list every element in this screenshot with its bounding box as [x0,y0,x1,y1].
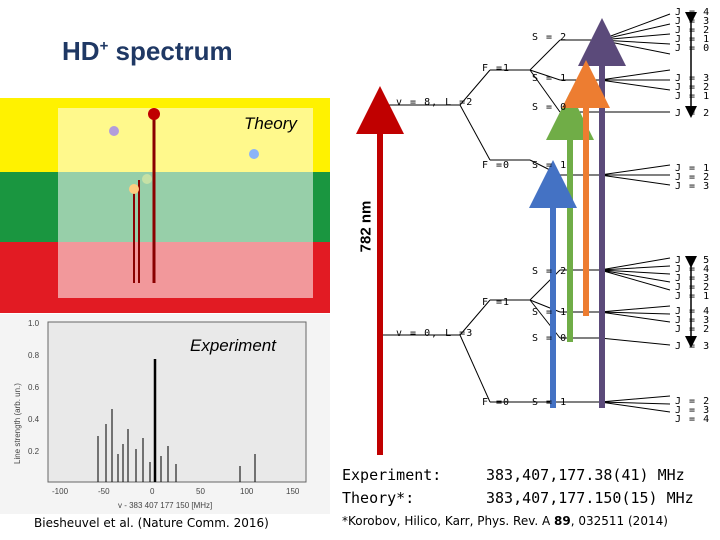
upper-J-S2: J = 4 J = 3 J = 2 J = 1 J = 0 [675,7,711,54]
theory-dot-blue [249,149,259,159]
upper-S1a-label: S = 1 [532,73,568,84]
theory-dot-green [142,174,152,184]
spectral-lines [97,409,256,482]
result-experiment-value: 383,407,177.38(41) MHz [486,466,685,484]
upper-vL-label: v = 8, L =2 [396,97,474,108]
lower-S1b-label: S = 1 [532,397,568,408]
upper-J-S0: J = 2 [675,108,711,119]
svg-text:0.6: 0.6 [28,383,40,392]
upper-S2-label: S = 2 [532,32,568,43]
lower-J-S1a: J = 4 J = 3 J = 2 [675,306,711,335]
experiment-plot: 1.0 0.8 0.6 0.4 0.2 -100 -50 0 50 100 15… [0,314,330,514]
theory-dot-orange [129,184,139,194]
svg-text:0.4: 0.4 [28,415,40,424]
lower-S2-label: S = 2 [532,266,568,277]
theory-label: Theory [244,114,297,133]
svg-text:150: 150 [286,487,300,496]
upper-F1-label: F =1 [482,63,511,74]
result-theory-label: Theory*: [342,489,415,507]
energy-level-diagram [356,12,697,455]
upper-S1b-label: S = 1 [532,160,568,171]
svg-text:-50: -50 [98,487,110,496]
svg-text:-100: -100 [52,487,69,496]
theory-dot-purple [109,126,119,136]
theory-overlay [58,108,313,298]
plot-ylabel: Line strength (arb. un.) [13,383,22,464]
lower-vL-label: v = 0, L =3 [396,328,474,339]
svg-text:0: 0 [150,487,155,496]
lower-F1-label: F =1 [482,297,511,308]
svg-text:100: 100 [240,487,254,496]
page-title: HD+ spectrum [62,36,233,66]
lower-S1a-label: S = 1 [532,307,568,318]
lower-S0-label: S = 0 [532,333,568,344]
lower-J-S2: J = 5 J = 4 J = 3 J = 2 J = 1 [675,255,711,302]
svg-text:0.2: 0.2 [28,447,40,456]
plot-xlabel: v - 383 407 177 150 [MHz] [118,501,212,510]
lower-F0-label: F =0 [482,397,511,408]
plot-xticks: -100 -50 0 50 100 150 [52,487,300,496]
plot-frame [47,321,307,483]
plot-yticks: 1.0 0.8 0.6 0.4 0.2 [28,319,40,456]
theory-panel [0,98,330,313]
theory-dot-red [148,108,160,120]
lower-J-S1b: J = 2 J = 3 J = 4 [675,396,711,425]
citation-theory: *Korobov, Hilico, Karr, Phys. Rev. A 89,… [342,514,668,528]
upper-S0-label: S = 0 [532,102,568,113]
citation-experiment: Biesheuvel et al. (Nature Comm. 2016) [34,516,269,530]
upper-F0-label: F =0 [482,160,511,171]
result-theory-value: 383,407,177.150(15) MHz [486,489,694,507]
upper-J-S1b: J = 1 J = 2 J = 3 [675,163,711,192]
upper-J-S1a: J = 3 J = 2 J = 1 [675,73,711,102]
svg-text:1.0: 1.0 [28,319,40,328]
svg-text:0.8: 0.8 [28,351,40,360]
result-experiment-label: Experiment: [342,466,442,484]
experiment-label: Experiment [190,336,276,355]
svg-text:50: 50 [196,487,205,496]
lower-J-S0: J = 3 [675,341,711,352]
